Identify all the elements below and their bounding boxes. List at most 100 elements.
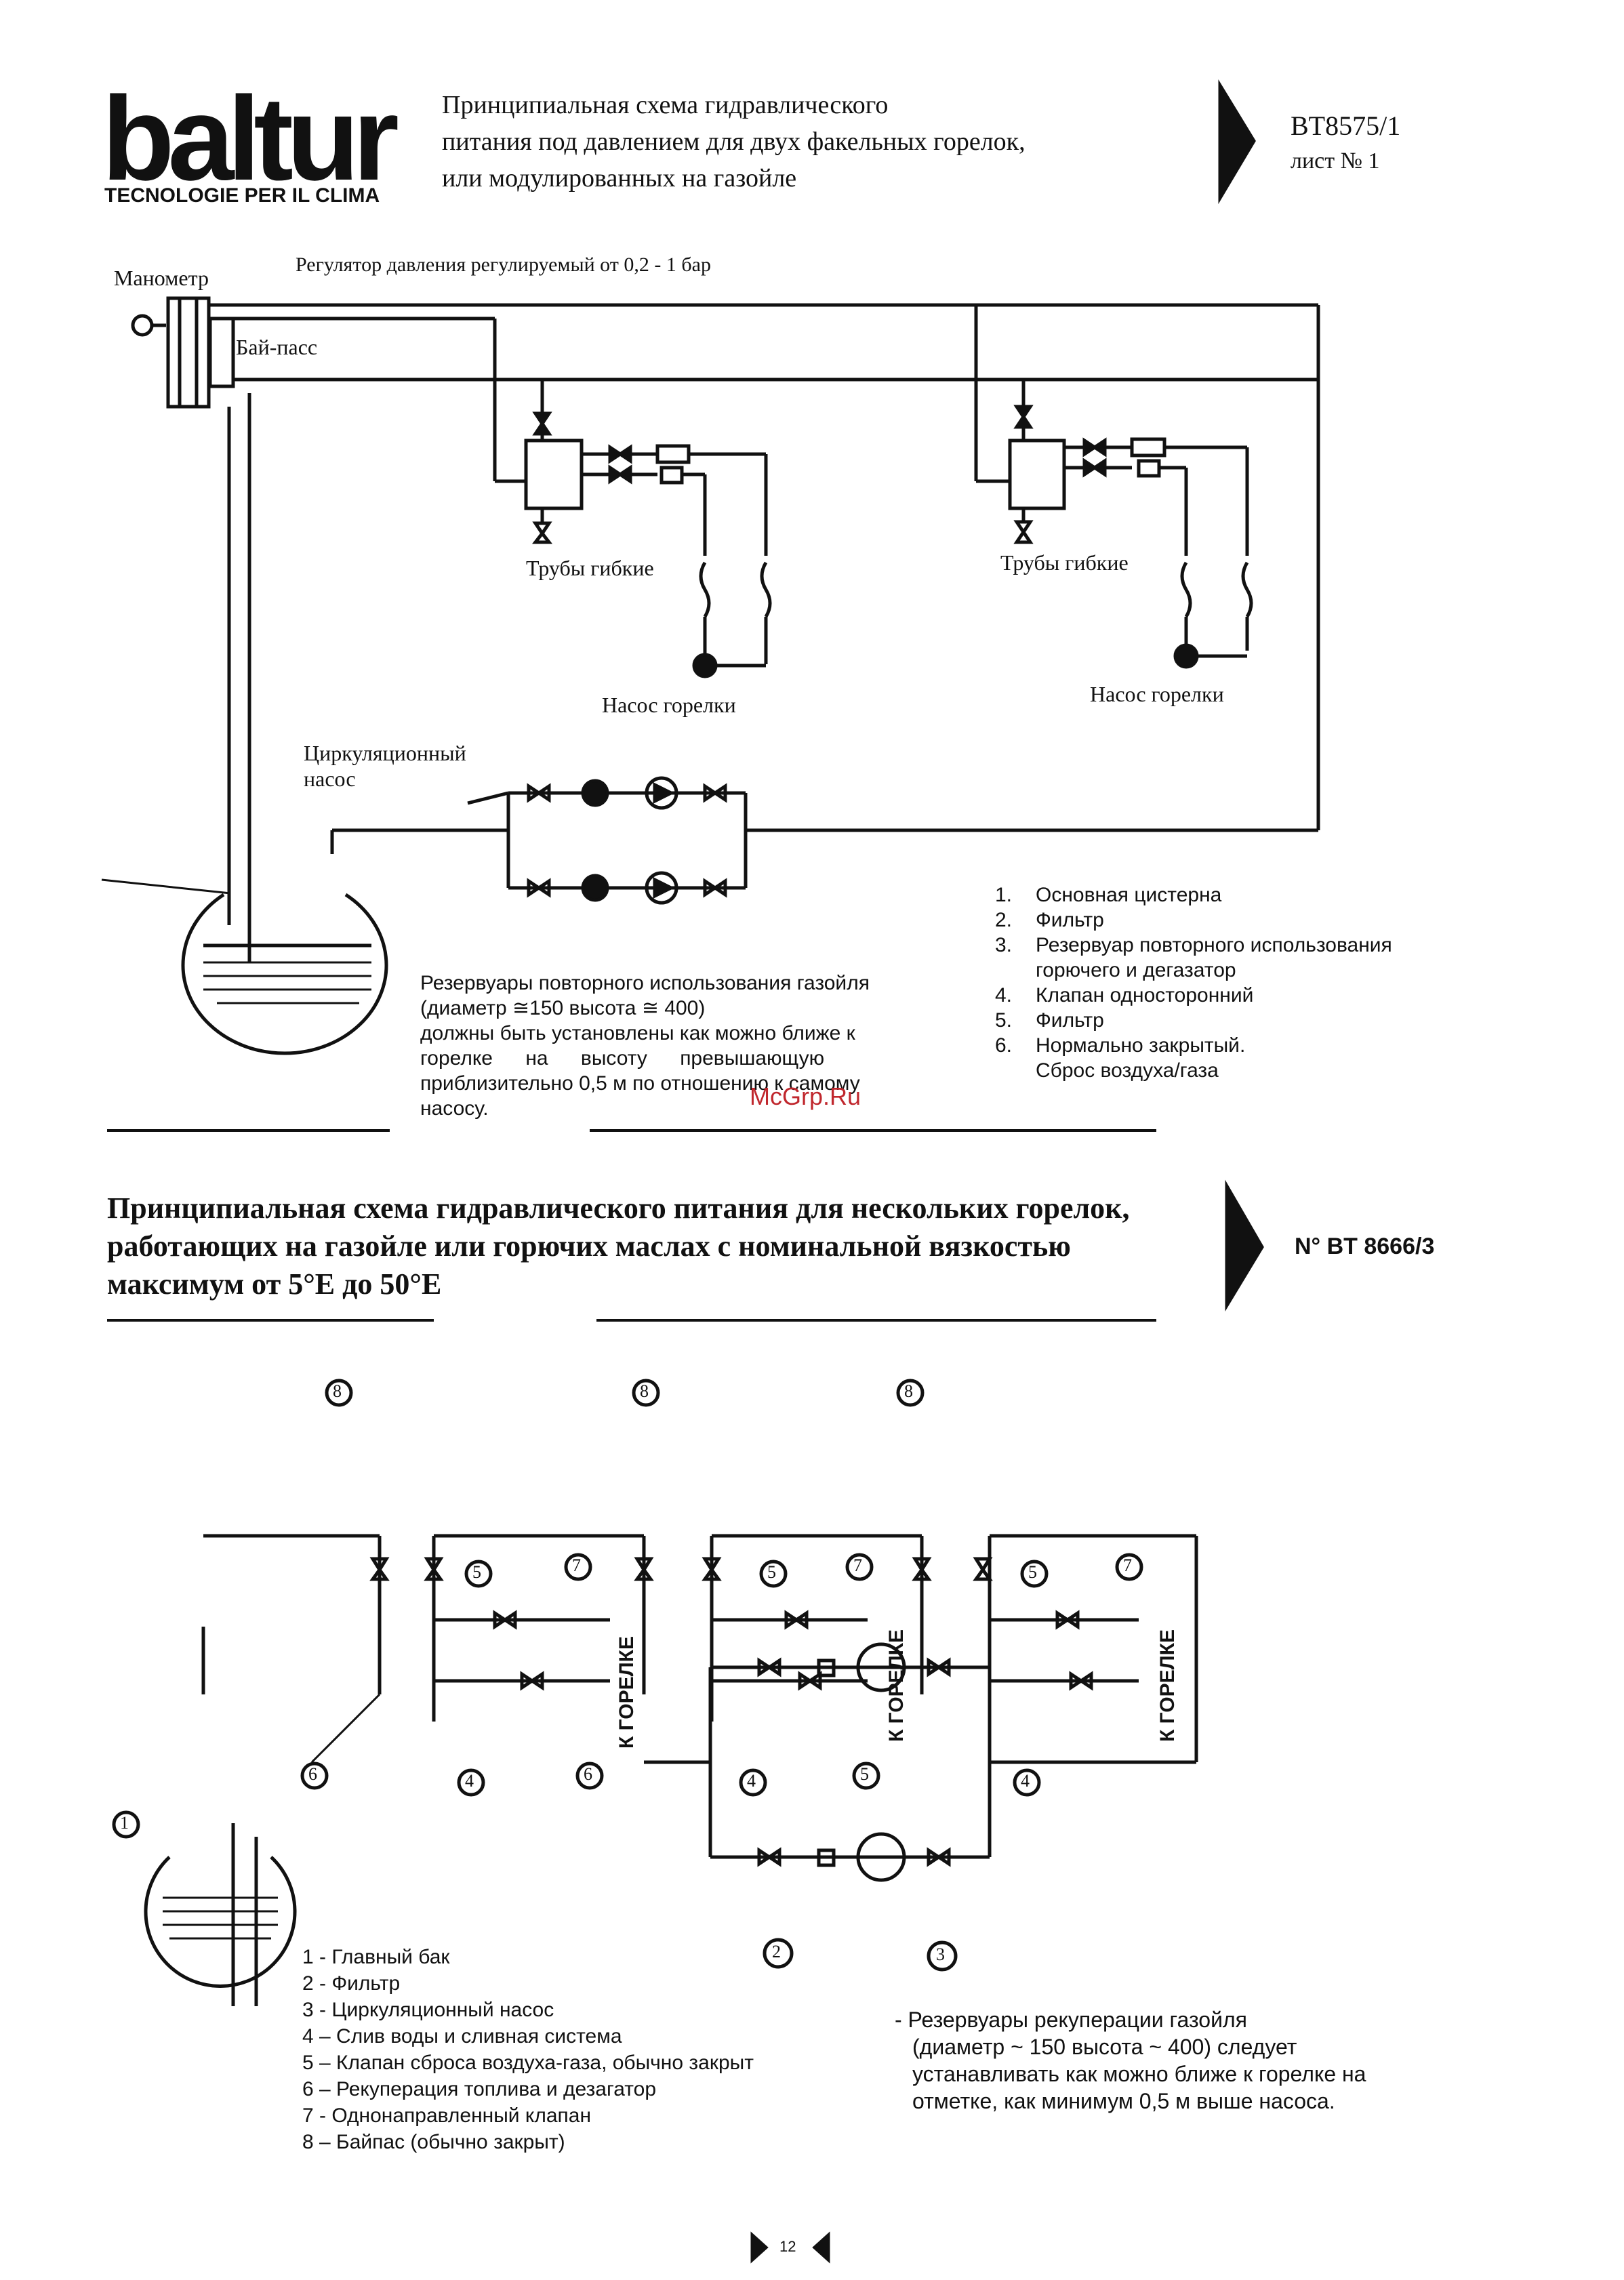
title-line: максимум от 5°Е до 50°Е: [107, 1267, 442, 1301]
bypass-label: Бай-пасс: [236, 335, 318, 359]
check-valve-1: [655, 444, 691, 464]
regulator-label: Регулятор давления регулируемый от 0,2 -…: [296, 253, 711, 276]
callout-circle: [300, 1762, 329, 1790]
circulation-pump-icon: [856, 1832, 906, 1882]
header-arrow-icon: [1218, 79, 1256, 205]
diagram2-doc-number: N° BT 8666/3: [1295, 1234, 1435, 1259]
circ-filter-2-icon: [581, 874, 609, 902]
callout-circle: [464, 1560, 493, 1588]
filter-icon: [817, 1658, 836, 1677]
title-line: работающих на газойле или горючих маслах…: [107, 1229, 1071, 1263]
burner-group-2: [575, 1379, 874, 1797]
note-line: (диаметр ≅150 высота ≅ 400): [420, 997, 706, 1019]
note-line: (диаметр ~ 150 высота ~ 400) следует: [912, 2035, 1297, 2059]
callout-number: 3: [936, 1945, 945, 1964]
diagram2-note: - Резервуары рекуперации газойля (диамет…: [895, 2006, 1366, 2115]
callout-number: 8: [333, 1381, 342, 1401]
bypass-valve: [208, 317, 235, 388]
title-line: Принципиальная схема гидравлического пит…: [107, 1192, 1130, 1225]
degasser-tank-2: [1008, 439, 1066, 510]
title-line: или модулированных на газойле: [442, 164, 797, 192]
callout-number: 7: [572, 1555, 581, 1575]
burner-pump-label-1: Насос горелки: [602, 693, 736, 717]
circ-pump-label: Циркуляционный насос: [304, 740, 466, 792]
legend-item: Сброс воздуха/газа: [1036, 1059, 1219, 1082]
note-line: горелке на высоту превышающую: [420, 1047, 825, 1070]
filter-1: [659, 466, 684, 485]
legend-item: 7 - Однонаправленный клапан: [302, 2104, 592, 2127]
callout-number: 4: [1021, 1771, 1030, 1791]
diagram1-note: Резервуары повторного использования газо…: [420, 971, 952, 1121]
callout-circle: [457, 1768, 485, 1797]
to-burner-label-2: К ГОРЕЛКЕ: [885, 1629, 908, 1742]
sheet-number: лист № 1: [1291, 148, 1380, 174]
baltur-logo: baltur: [102, 73, 399, 205]
circulation-pump-1-icon: [645, 776, 678, 810]
diagram2-title: Принципиальная схема гидравлического пит…: [107, 1189, 1164, 1303]
callout-number: 7: [853, 1555, 862, 1575]
legend-item: 1.Основная цистерна: [995, 884, 1222, 906]
label-line: Циркуляционный: [304, 741, 466, 765]
note-line: должны быть установлены как можно ближе …: [420, 1022, 855, 1044]
note-line: - Резервуары рекуперации газойля: [895, 2008, 1247, 2032]
title-line: Принципиальная схема гидравлического: [442, 91, 889, 119]
note-line: устанавливать как можно ближе к горелке …: [912, 2062, 1366, 2086]
note-line: Резервуары повторного использования газо…: [420, 972, 870, 994]
burner-group-1: [300, 1379, 610, 1797]
note-line: насосу.: [420, 1097, 489, 1120]
legend-2: 1 - Главный бак 2 - Фильтр 3 - Циркуляци…: [302, 1944, 754, 2155]
pressure-regulator-block: [166, 296, 211, 409]
title-line: питания под давлением для двух факельных…: [442, 127, 1026, 156]
manometer-label: Манометр: [114, 266, 209, 290]
section-arrow-icon: [1225, 1179, 1264, 1311]
legend-item: 6.Нормально закрытый.: [995, 1034, 1246, 1057]
label-line: насос: [304, 767, 356, 791]
note-line: приблизительно 0,5 м по отношению к само…: [420, 1072, 860, 1095]
legend-item: горючего и дегазатор: [1036, 959, 1236, 981]
filter-icon: [817, 1848, 836, 1867]
degasser-tank-1: [524, 439, 584, 510]
watermark: McGrp.Ru: [750, 1082, 861, 1110]
legend-item: 4 – Слив воды и сливная система: [302, 2025, 622, 2048]
diagram1-title: Принципиальная схема гидравлического пит…: [442, 87, 1026, 197]
doc-number: BT8575/1: [1291, 110, 1401, 141]
note-line: отметке, как минимум 0,5 м выше насоса.: [912, 2089, 1335, 2113]
burner-pump-2-icon: [1173, 643, 1199, 669]
circulation-pump-icon: [856, 1642, 906, 1692]
callout-number: 4: [747, 1771, 756, 1791]
legend-item: 1 - Главный бак: [302, 1946, 450, 1968]
main-tank-2: [144, 1856, 297, 1988]
circ-filter-1-icon: [581, 779, 609, 807]
doc-sheet-info: BT8575/1 лист № 1: [1291, 108, 1400, 179]
legend-item: 5 – Клапан сброса воздуха-газа, обычно з…: [302, 2052, 754, 2074]
manometer-gauge-icon: [131, 314, 154, 337]
legend-item: 2.Фильтр: [995, 909, 1104, 931]
to-burner-label-3: К ГОРЕЛКЕ: [1156, 1629, 1179, 1742]
burner-pump-label-2: Насос горелки: [1090, 682, 1224, 706]
callout-number: 5: [860, 1764, 869, 1784]
legend-1: 1.Основная цистерна 2.Фильтр 3.Резервуар…: [995, 882, 1392, 1083]
legend-item: 4.Клапан односторонний: [995, 984, 1254, 1006]
legend-item: 5.Фильтр: [995, 1009, 1104, 1032]
callout-number: 4: [465, 1771, 474, 1791]
callout-number: 2: [772, 1942, 781, 1961]
callout-number: 5: [1028, 1562, 1037, 1582]
burner-group-3: [852, 1379, 1143, 1797]
main-tank-1: [181, 893, 388, 1055]
callout-number: 8: [640, 1381, 649, 1401]
legend-item: 3 - Циркуляционный насос: [302, 1999, 554, 2021]
legend-item: 6 – Рекуперация топлива и дезагатор: [302, 2078, 657, 2100]
filter-2: [1137, 459, 1161, 478]
to-burner-label-1: К ГОРЕЛКЕ: [615, 1636, 638, 1749]
legend-item: 2 - Фильтр: [302, 1972, 401, 1995]
callout-number: 7: [1123, 1555, 1132, 1575]
flex-pipes-label-1: Трубы гибкие: [526, 556, 654, 580]
callout-number: 5: [767, 1562, 776, 1582]
flex-pipes-label-2: Трубы гибкие: [1000, 550, 1129, 575]
legend-item: 3.Резервуар повторного использования: [995, 934, 1392, 956]
callout-circle: [564, 1553, 592, 1581]
check-valve-2: [1130, 437, 1166, 457]
circulation-pump-2-icon: [645, 871, 678, 905]
page-number: 12: [779, 2238, 796, 2255]
